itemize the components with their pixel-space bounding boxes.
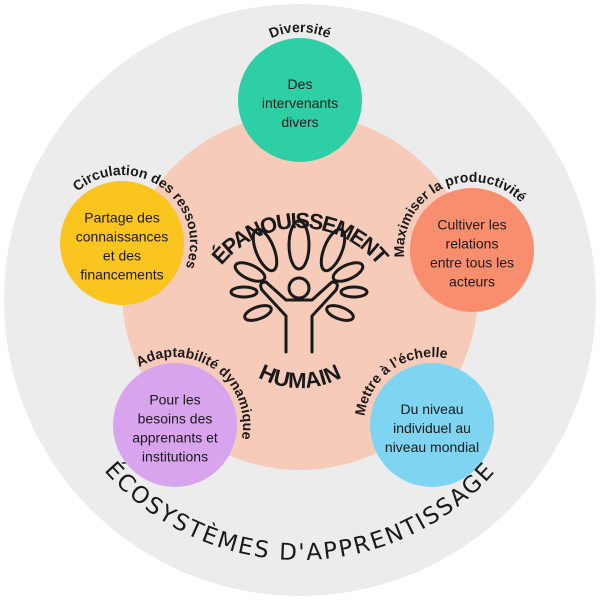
node-text-line: institutions — [142, 449, 208, 465]
node-text-line: intervenants — [262, 95, 338, 111]
node-text-line: niveau mondial — [385, 439, 479, 455]
node-0: Des intervenants divers Diversité — [238, 19, 362, 162]
node-text-line: acteurs — [449, 274, 495, 290]
node-circle — [60, 181, 184, 305]
node-text-line: Des — [288, 76, 313, 92]
node-text-line: individuel au — [393, 420, 471, 436]
node-text-line: Cultiver les — [437, 217, 506, 233]
node-circle — [410, 188, 534, 312]
node-text-line: entre tous les — [430, 255, 514, 271]
node-label: Diversité — [267, 19, 334, 41]
node-text-line: besoins des — [138, 411, 213, 427]
node-text-line: Pour les — [149, 392, 200, 408]
node-text-line: Du niveau — [400, 401, 463, 417]
node-text-line: et des — [103, 248, 141, 264]
node-circle — [370, 363, 494, 487]
tree-person-icon — [229, 219, 369, 354]
node-text-line: apprenants et — [132, 430, 218, 446]
node-text-line: relations — [446, 236, 499, 252]
node-circle — [113, 363, 237, 487]
node-text-line: financements — [80, 267, 163, 283]
node-text-line: Partage des — [84, 210, 160, 226]
node-text-line: connaissances — [76, 229, 169, 245]
node-text-line: divers — [281, 114, 318, 130]
node-circle — [238, 38, 362, 162]
node-3: Pour les besoins des apprenants et institut… — [113, 344, 256, 487]
